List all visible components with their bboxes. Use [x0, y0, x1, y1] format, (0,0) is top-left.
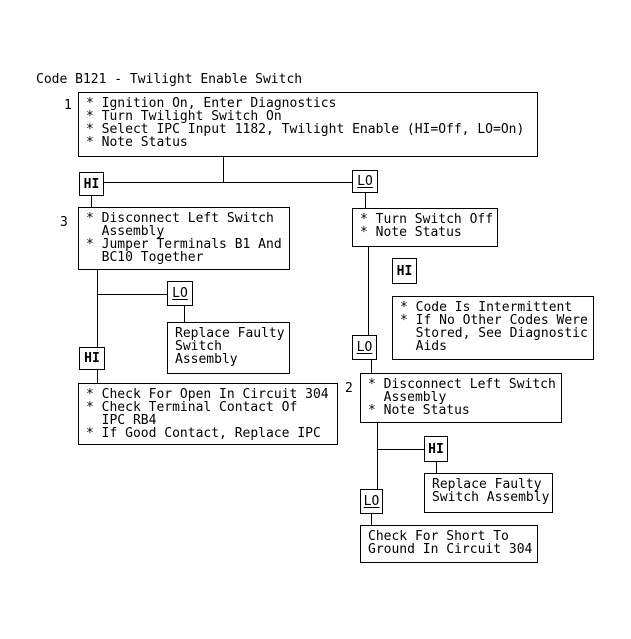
hi-branch-tag: HI — [79, 172, 104, 196]
box-text-line: Assembly — [368, 390, 447, 405]
box-text-line: Check For Short To — [368, 529, 509, 544]
connector-line — [371, 514, 372, 525]
step-number-2: 2 — [345, 381, 353, 396]
step-number-1: 1 — [64, 98, 72, 113]
code-intermittent-box: * Code Is Intermittent * If No Other Cod… — [392, 296, 594, 360]
lo-branch-tag: LO — [360, 489, 383, 514]
box-text-line: Stored, See Diagnostic — [400, 326, 588, 341]
connector-line — [184, 306, 185, 322]
lo-branch-tag: LO — [167, 281, 193, 306]
connector-line — [371, 360, 372, 373]
hi-branch-tag: HI — [392, 258, 417, 284]
box-text-line: Assembly — [175, 352, 238, 367]
box-text-line: * Jumper Terminals B1 And — [86, 237, 282, 252]
connector-line — [368, 247, 369, 335]
connector-line — [377, 449, 424, 450]
box-text-line: * If No Other Codes Were — [400, 313, 588, 328]
lo-branch-tag: LO — [352, 170, 378, 193]
lo-label: LO — [356, 340, 373, 355]
connector-line — [377, 423, 378, 489]
box-text-line: BC10 Together — [86, 250, 204, 265]
box-text-line: * Note Status — [368, 403, 470, 418]
lo-label: LO — [357, 174, 373, 189]
chart-title: Code B121 - Twilight Enable Switch — [36, 72, 303, 87]
box-text-line: Switch Assembly — [432, 490, 550, 505]
turn-switch-off-box: * Turn Switch Off * Note Status — [352, 208, 498, 247]
box-text-line: Ground In Circuit 304 — [368, 542, 533, 557]
connector-line — [97, 370, 98, 383]
connector-line — [365, 193, 366, 208]
box-text-line: Switch — [175, 339, 222, 354]
hi-branch-tag: HI — [79, 347, 105, 370]
box-text-line: * If Good Contact, Replace IPC — [86, 426, 321, 441]
connector-line — [97, 270, 98, 347]
hi-branch-tag: HI — [424, 436, 448, 462]
box-text-line: * Disconnect Left Switch — [86, 211, 274, 226]
hi-label: HI — [396, 263, 413, 279]
box-text-line: * Code Is Intermittent — [400, 300, 573, 315]
box-text-line: Replace Faulty — [175, 326, 285, 341]
step-number-3: 3 — [60, 215, 68, 230]
replace-switch-assembly-box: Replace Faulty Switch Assembly — [167, 322, 290, 374]
check-short-ground-box: Check For Short To Ground In Circuit 304 — [360, 525, 538, 563]
box-text-line: * Ignition On, Enter Diagnostics — [86, 96, 337, 111]
box-text-line: Aids — [400, 339, 447, 354]
hi-label: HI — [84, 351, 100, 366]
step1-box: * Ignition On, Enter Diagnostics * Turn … — [78, 92, 538, 157]
connector-line — [223, 157, 224, 182]
hi-label: HI — [428, 441, 444, 457]
connector-line — [436, 462, 437, 473]
replace-switch-assembly-box: Replace Faulty Switch Assembly — [424, 473, 553, 513]
box-text-line: * Note Status — [360, 225, 462, 240]
lo-branch-tag: LO — [352, 335, 377, 360]
box-text-line: * Note Status — [86, 135, 188, 150]
step3-box: * Disconnect Left Switch Assembly * Jump… — [78, 207, 290, 270]
lo-label: LO — [363, 494, 380, 509]
box-text-line: * Turn Twilight Switch On — [86, 109, 282, 124]
box-text-line: * Check For Open In Circuit 304 — [86, 387, 329, 402]
connector-line — [97, 294, 167, 295]
connector-line — [91, 196, 92, 207]
hi-label: HI — [83, 176, 100, 192]
connector-line — [104, 182, 352, 183]
box-text-line: Replace Faulty — [432, 477, 542, 492]
lo-label: LO — [172, 286, 188, 301]
box-text-line: IPC RB4 — [86, 413, 157, 428]
box-text-line: Assembly — [86, 224, 165, 239]
box-text-line: * Check Terminal Contact Of — [86, 400, 298, 415]
check-open-circuit-box: * Check For Open In Circuit 304 * Check … — [78, 383, 338, 445]
box-text-line: * Select IPC Input 1182, Twilight Enable… — [86, 122, 525, 137]
step2-box: * Disconnect Left Switch Assembly * Note… — [360, 373, 562, 423]
box-text-line: * Turn Switch Off — [360, 212, 494, 227]
box-text-line: * Disconnect Left Switch — [368, 377, 556, 392]
